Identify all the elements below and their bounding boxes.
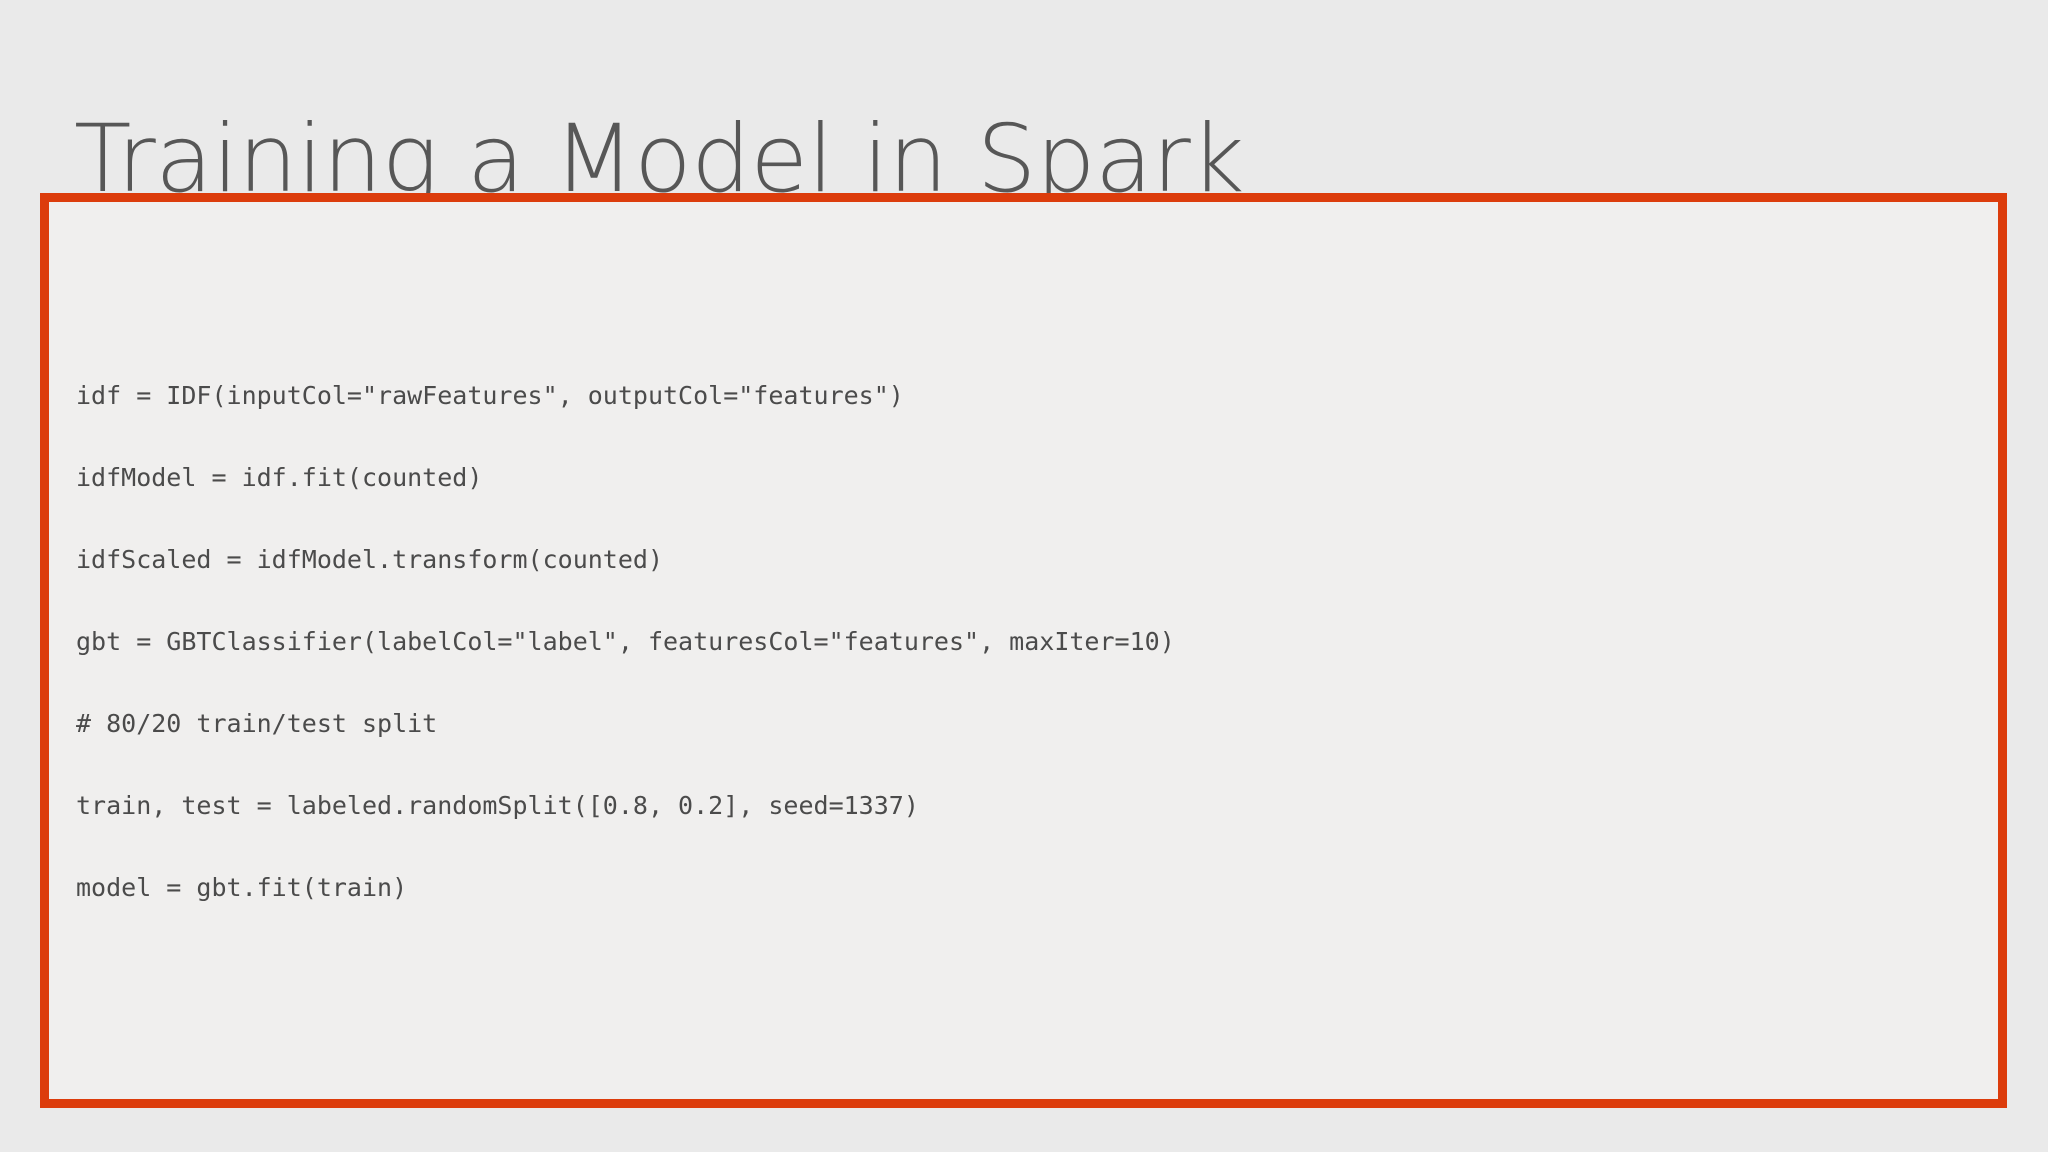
code-line: model = gbt.fit(train) bbox=[76, 873, 408, 902]
code-line: gbt = GBTClassifier(labelCol="label", fe… bbox=[76, 627, 1175, 656]
code-panel: idf = IDF(inputCol="rawFeatures", output… bbox=[40, 193, 2007, 1108]
code-line: idf = IDF(inputCol="rawFeatures", output… bbox=[76, 381, 904, 410]
code-line: # 80/20 train/test split bbox=[76, 709, 438, 738]
code-line: idfScaled = idfModel.transform(counted) bbox=[76, 545, 663, 574]
code-line: idfModel = idf.fit(counted) bbox=[76, 463, 483, 492]
code-line: train, test = labeled.randomSplit([0.8, … bbox=[76, 791, 919, 820]
code-block: idf = IDF(inputCol="rawFeatures", output… bbox=[76, 380, 1976, 954]
